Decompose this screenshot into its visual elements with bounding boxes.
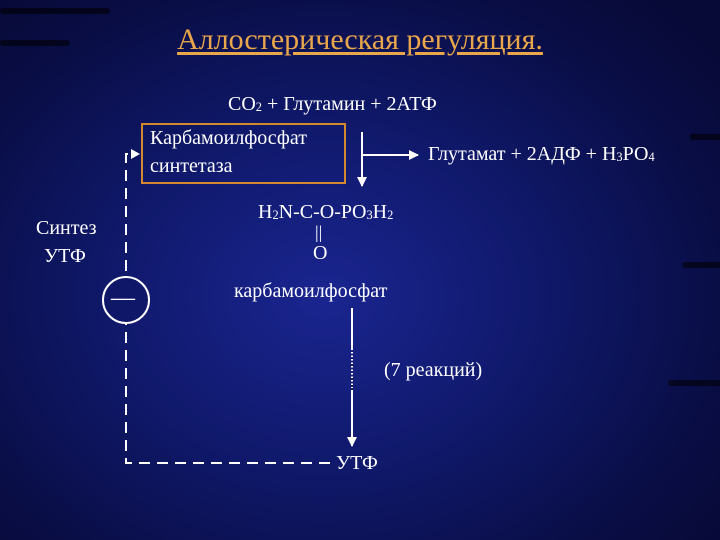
byproducts-subscript-1: 3: [616, 150, 623, 165]
feedback-arrowhead: [131, 149, 140, 159]
formula-h2: H: [372, 201, 388, 223]
substrates: CO2 + Глутамин + 2АТФ: [228, 92, 437, 116]
co-text: CO: [228, 93, 256, 115]
steps-label: (7 реакций): [384, 359, 483, 381]
carbamoylphosphate-label: карбамоилфосфат: [234, 280, 388, 302]
formula-h: Н: [258, 201, 273, 223]
co-subscript: 2: [255, 100, 262, 115]
oxygen-label: O: [313, 242, 328, 264]
enzyme-name-line2: синтетаза: [150, 155, 233, 177]
inhibition-sign: —: [111, 285, 135, 311]
background-streak: [0, 40, 70, 46]
byproducts-main: Глутамат + 2АДФ + Н: [428, 143, 617, 165]
byproducts-subscript-2: 4: [648, 150, 655, 165]
formula-mid: N-C-O-PO: [278, 201, 367, 223]
utp-synthesis-label-line1: Синтез: [36, 217, 97, 239]
background-streak: [690, 134, 720, 140]
background-streak: [668, 380, 720, 386]
background-streak: [0, 8, 110, 14]
background-streak: [682, 262, 720, 268]
enzyme-name-line1: Карбамоилфосфат: [150, 127, 307, 149]
inhibition-circle: [102, 276, 150, 324]
page-title: Аллостерическая регуляция.: [177, 23, 543, 56]
double-bond: ||: [315, 222, 323, 242]
utp-synthesis-label-line2: УТФ: [44, 245, 86, 267]
formula-mid-subscript: 3: [366, 208, 373, 223]
carbamoylphosphate-formula: Н2N-C-O-PO3H2: [258, 200, 393, 224]
substrates-rest: + Глутамин + 2АТФ: [262, 93, 437, 115]
byproducts: Глутамат + 2АДФ + Н3РО4: [428, 142, 655, 166]
formula-h2-subscript: 2: [387, 208, 394, 223]
byproducts-po: РО: [622, 143, 649, 165]
utp-label: УТФ: [336, 452, 378, 474]
formula-h-subscript: 2: [272, 208, 279, 223]
enzyme-box: [141, 123, 346, 184]
